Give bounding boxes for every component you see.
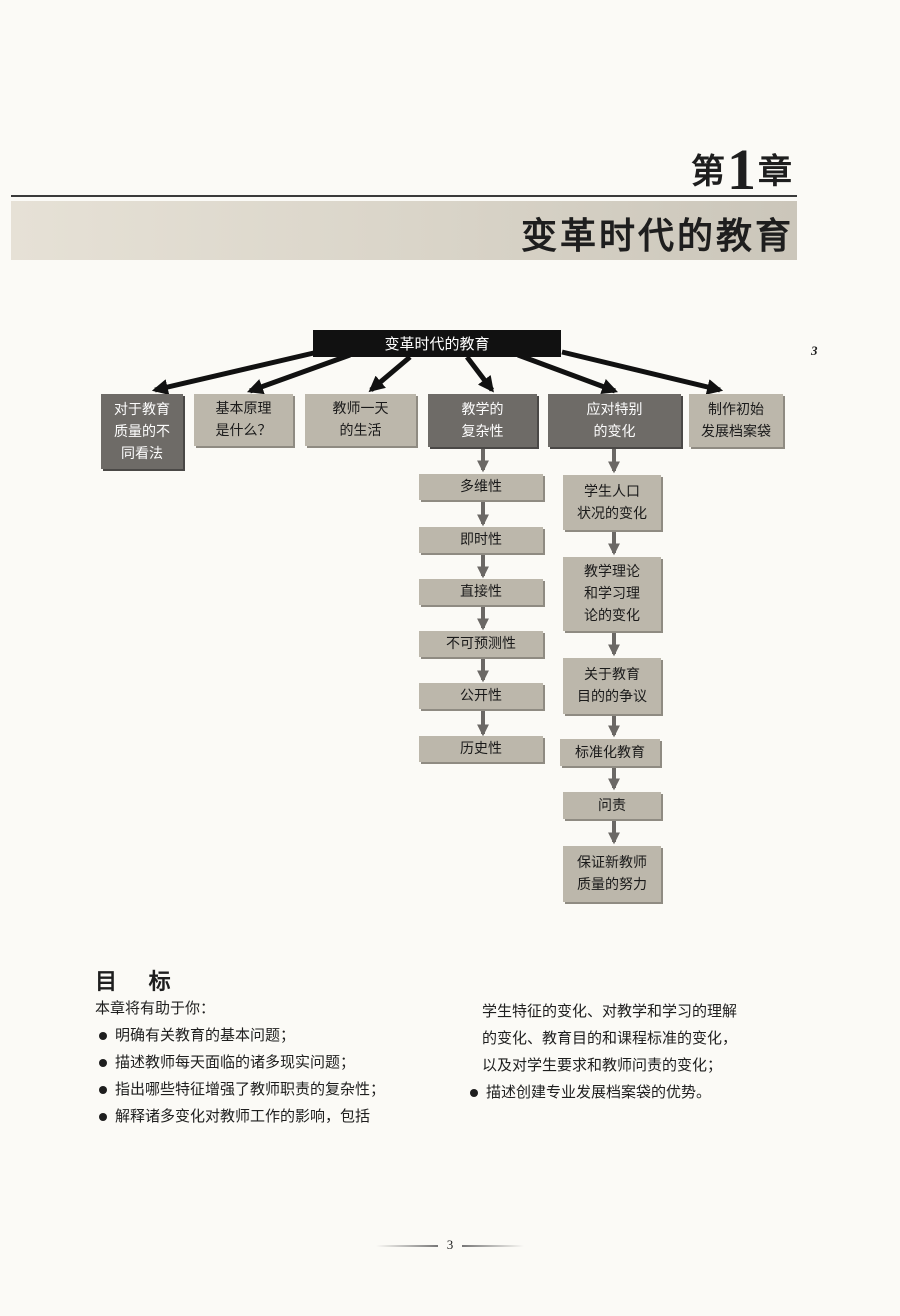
- objective-item: 描述创建专业发展档案袋的优势。: [466, 1079, 826, 1106]
- page-number-ornament-left: [376, 1245, 438, 1247]
- objective-continuation-line: 以及对学生要求和教师问责的变化；: [482, 1056, 723, 1074]
- arrow-root-to-branch-1: [151, 349, 319, 395]
- margin-page-number: 3: [811, 343, 818, 358]
- complexity-item: 直接性: [419, 579, 543, 605]
- complexity-item: 即时性: [419, 527, 543, 553]
- arrow-root-to-branch-4: [465, 355, 494, 393]
- objective-item: 指出哪些特征增强了教师职责的复杂性；: [95, 1076, 465, 1103]
- objectives-heading: 目 标: [95, 970, 183, 995]
- objectives-right-column: 学生特征的变化、对教学和学习的理解 的变化、教育目的和课程标准的变化， 以及对学…: [466, 998, 826, 1106]
- objective-item: 明确有关教育的基本问题；: [95, 1022, 465, 1049]
- change-item: 关于教育 目的的争议: [563, 658, 661, 714]
- branch-node-teacher-day: 教师一天 的生活: [305, 394, 416, 446]
- change-item: 问责: [563, 792, 661, 819]
- branch-node-quality-views: 对于教育 质量的不 同看法: [101, 394, 183, 469]
- branch-node-special-changes: 应对特别 的变化: [548, 394, 681, 447]
- arrow-root-to-branch-6: [561, 349, 724, 395]
- objective-item: 解释诸多变化对教师工作的影响，包括: [95, 1103, 465, 1130]
- arrow-root-to-branch-5: [517, 352, 619, 395]
- arrow-root-to-branch-3: [368, 355, 412, 393]
- change-item: 学生人口 状况的变化: [563, 475, 661, 530]
- objective-item: 描述教师每天面临的诸多现实问题；: [95, 1049, 465, 1076]
- arrow-root-to-branch-2: [246, 352, 351, 395]
- complexity-item: 历史性: [419, 736, 543, 762]
- change-item: 标准化教育: [560, 739, 660, 766]
- concept-map-root: 变革时代的教育: [313, 330, 561, 357]
- title-band: [11, 201, 797, 260]
- change-item: 保证新教师 质量的努力: [563, 846, 661, 902]
- objective-continuation-line: 学生特征的变化、对教学和学习的理解: [482, 1002, 738, 1020]
- branch-node-principles: 基本原理 是什么？: [194, 394, 293, 446]
- objective-continuation-line: 的变化、教育目的和课程标准的变化，: [482, 1029, 738, 1047]
- change-item: 教学理论 和学习理 论的变化: [563, 557, 661, 631]
- complexity-item: 不可预测性: [419, 631, 543, 657]
- objectives-left-column: 本章将有助于你： 明确有关教育的基本问题； 描述教师每天面临的诸多现实问题； 指…: [95, 995, 465, 1130]
- branch-node-portfolio: 制作初始 发展档案袋: [689, 394, 783, 447]
- complexity-item: 公开性: [419, 683, 543, 709]
- objectives-intro: 本章将有助于你：: [95, 999, 216, 1017]
- chapter-number: 1: [727, 137, 758, 202]
- chapter-title: 变革时代的教育: [520, 216, 794, 257]
- branch-node-complexity: 教学的 复杂性: [428, 394, 537, 447]
- chapter-heading: 第1章: [691, 137, 794, 202]
- page-number: 3: [446, 1237, 454, 1252]
- complexity-item: 多维性: [419, 474, 543, 500]
- page-number-ornament-right: [462, 1245, 524, 1247]
- header-rule: [11, 195, 797, 197]
